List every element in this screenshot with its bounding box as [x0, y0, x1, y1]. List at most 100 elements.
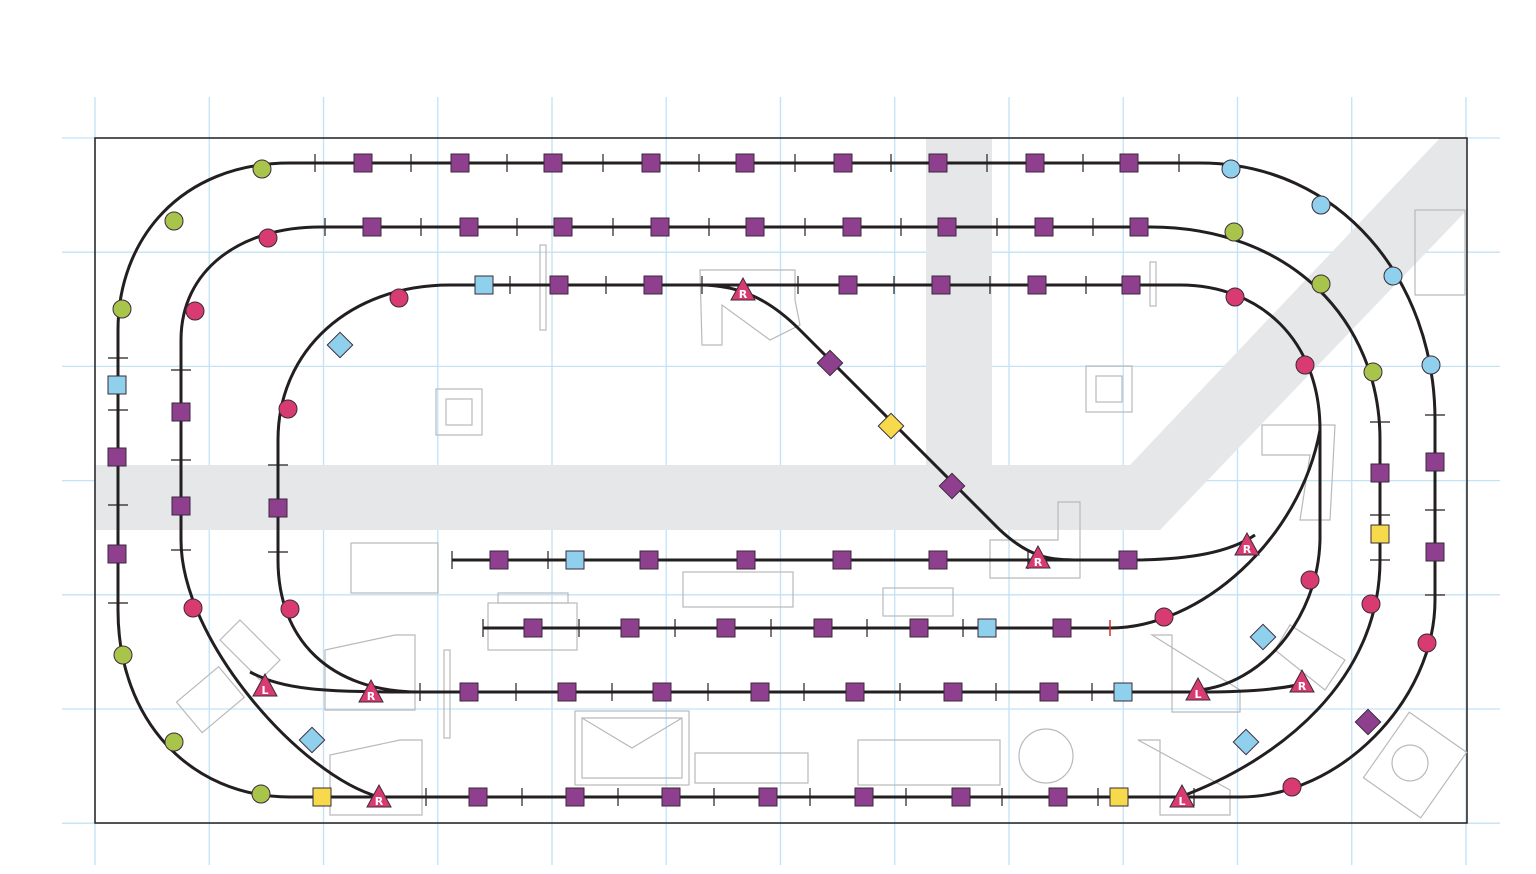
turnout-triangle-icon — [1025, 544, 1051, 569]
track-piece-square — [877, 412, 905, 440]
turnout-triangle-icon — [252, 672, 278, 697]
curve-piece-circle — [1361, 594, 1381, 614]
track-piece-square — [553, 217, 573, 237]
track-piece-square — [716, 618, 736, 638]
curve-piece-circle — [258, 228, 278, 248]
crossover-track — [1197, 430, 1322, 692]
curve-piece-circle — [185, 301, 205, 321]
signal-outline — [539, 244, 547, 331]
track-piece-square — [107, 375, 127, 395]
track-piece-square — [931, 275, 951, 295]
vehicle-outline — [1391, 744, 1429, 782]
right-turnout: R — [1025, 544, 1051, 569]
turnout-base-outline — [324, 634, 416, 711]
curve-piece-circle — [1311, 195, 1331, 215]
track-piece-square — [758, 787, 778, 807]
turnout-base-outline — [329, 739, 423, 816]
curve-piece-circle — [1154, 607, 1174, 627]
track-piece-square — [1027, 275, 1047, 295]
turnout-base-outline — [1261, 424, 1336, 521]
track-piece-square — [661, 787, 681, 807]
inner-loop-track — [276, 283, 1322, 694]
signal-outline — [443, 649, 451, 739]
curve-piece-circle — [278, 399, 298, 419]
turnout-label: L — [1178, 795, 1185, 808]
building-outline — [175, 665, 246, 734]
building-outline — [882, 587, 954, 617]
curve-piece-circle — [251, 784, 271, 804]
track-piece-square — [549, 275, 569, 295]
curve-piece-circle — [1282, 777, 1302, 797]
curve-piece-circle — [183, 598, 203, 618]
turnout-triangle-icon — [366, 783, 392, 808]
track-piece-square — [1370, 463, 1390, 483]
carousel-outline — [1018, 728, 1074, 784]
curve-piece-circle — [1363, 362, 1383, 382]
track-piece-square — [943, 682, 963, 702]
track-piece-square — [1129, 217, 1149, 237]
track-piece-square — [745, 217, 765, 237]
track-piece-square — [833, 153, 853, 173]
track-piece-square — [353, 153, 373, 173]
table-frame — [94, 137, 1468, 824]
track-piece-square — [816, 349, 844, 377]
track-piece-square — [1048, 787, 1068, 807]
turnout-base-outline — [219, 619, 281, 681]
track-piece-square — [736, 550, 756, 570]
track-piece-square — [650, 217, 670, 237]
curve-piece-circle — [1421, 355, 1441, 375]
track-piece-square — [107, 447, 127, 467]
track-piece-square — [639, 550, 659, 570]
right-turnout: R — [1289, 668, 1315, 693]
track-piece-square — [1370, 524, 1390, 544]
right-turnout: R — [366, 783, 392, 808]
track-piece-square — [557, 682, 577, 702]
building-outline — [1085, 365, 1133, 413]
turnout-triangle-icon — [1289, 668, 1315, 693]
track-piece-square — [937, 217, 957, 237]
track-piece-square — [643, 275, 663, 295]
track-piece-square — [1119, 153, 1139, 173]
second-loop-track — [179, 225, 1382, 799]
track-piece-square — [312, 787, 332, 807]
track-piece-square — [565, 550, 585, 570]
curve-piece-circle — [1383, 266, 1403, 286]
track-piece-square — [750, 682, 770, 702]
track-piece-square — [1232, 728, 1260, 756]
turnout-label: R — [367, 690, 376, 703]
track-piece-square — [928, 153, 948, 173]
track-piece-square — [171, 402, 191, 422]
track-piece-square — [362, 217, 382, 237]
vehicle-outline — [1362, 711, 1468, 819]
building-outline — [1414, 209, 1466, 296]
left-turnout: L — [1169, 783, 1195, 808]
turnout-base-outline — [1274, 624, 1346, 691]
lower-siding-track — [249, 670, 1306, 694]
track-piece-square — [459, 217, 479, 237]
track-piece-square — [326, 331, 354, 359]
track-piece-square — [1121, 275, 1141, 295]
tracks — [116, 161, 1437, 799]
track-piece-square — [107, 544, 127, 564]
track-piece-square — [543, 153, 563, 173]
turnout-triangle-icon — [730, 276, 756, 301]
track-piece-square — [171, 496, 191, 516]
track-piece-square — [813, 618, 833, 638]
track-piece-square — [1025, 153, 1045, 173]
turnout-triangle-icon — [358, 678, 384, 703]
building-outline — [497, 592, 569, 604]
track-piece-square — [977, 618, 997, 638]
track-piece-square — [838, 275, 858, 295]
track-piece-square — [1425, 542, 1445, 562]
track-piece-square — [450, 153, 470, 173]
track-piece-square — [1039, 682, 1059, 702]
track-piece-square — [832, 550, 852, 570]
track-piece-square — [735, 153, 755, 173]
inner-bottom-track — [483, 429, 1322, 630]
curve-piece-circle — [252, 159, 272, 179]
curve-piece-circle — [164, 211, 184, 231]
left-turnout: L — [252, 672, 278, 697]
track-piece-square — [909, 618, 929, 638]
building-outline — [350, 542, 439, 594]
